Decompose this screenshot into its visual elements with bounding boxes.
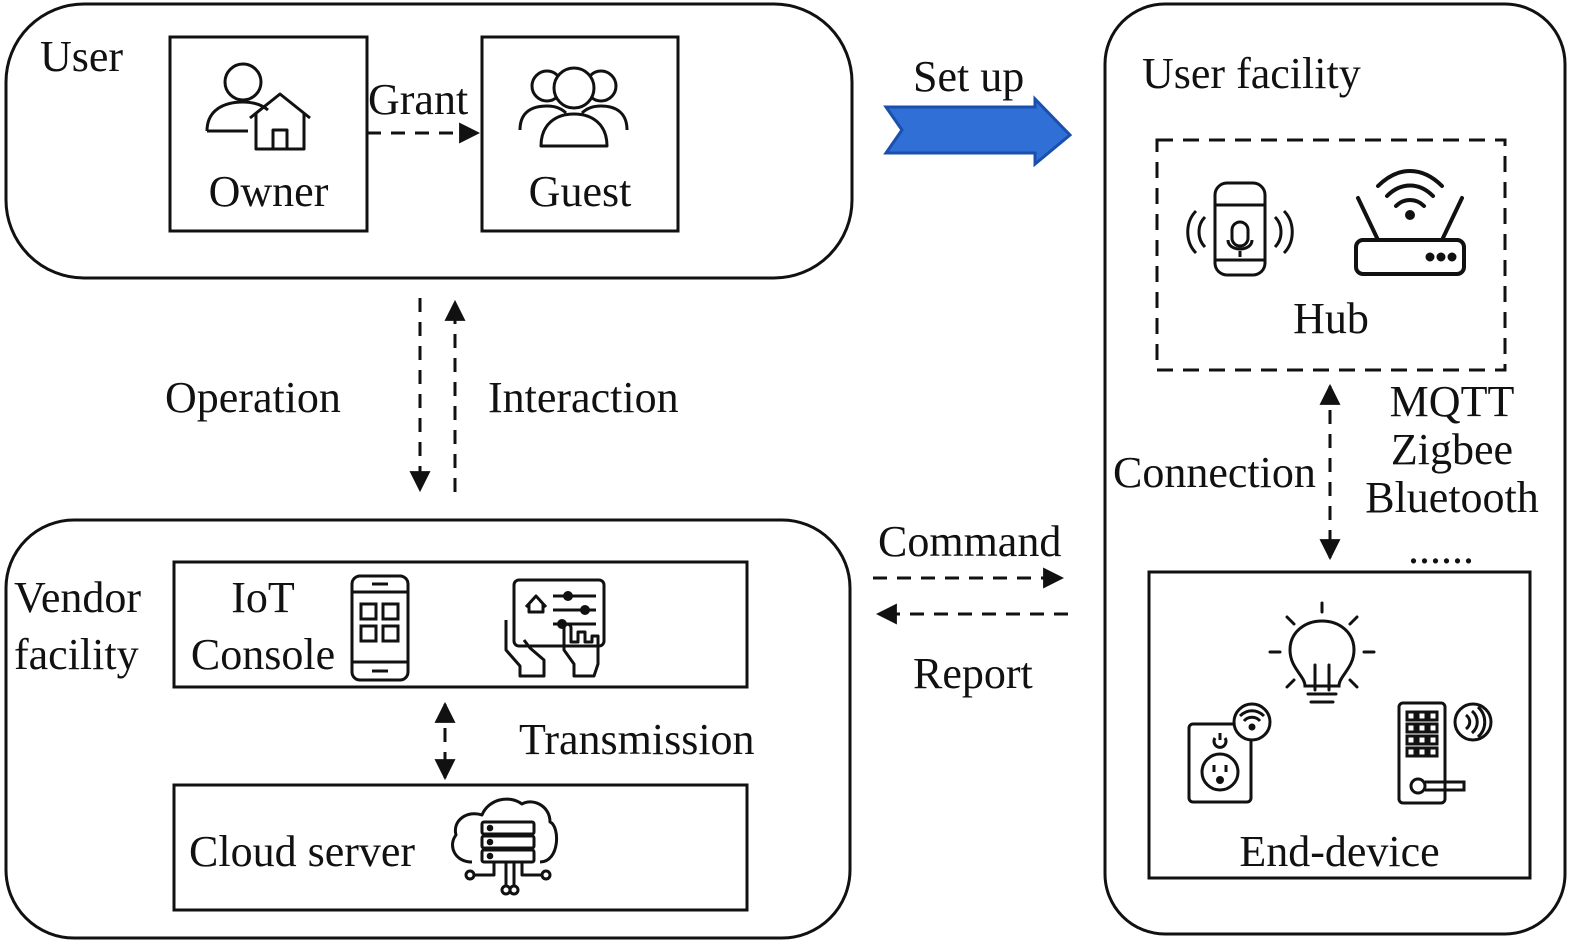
user-facility-box [1103,2,1567,936]
connection-label: Connection [1113,448,1316,497]
command-label: Command [878,517,1062,566]
user-facility-title: User facility [1142,49,1361,98]
cloud-server-box [172,783,749,912]
end-device-label: End-device [1239,827,1440,876]
owner-icon [205,62,311,151]
iot-console-box [172,560,749,689]
smart-plug-icon [1187,702,1272,804]
router-icon [1354,169,1466,276]
vendor-facility-title-line2: facility [14,630,139,679]
setup-label: Set up [913,52,1025,101]
cloud-server-icon [451,797,559,896]
operation-label: Operation [165,373,341,422]
smart-speaker-icon [1186,181,1294,277]
tablet-control-icon [504,578,606,678]
smartphone-icon [350,574,410,682]
user-group-title: User [40,32,124,81]
hub-label: Hub [1293,294,1369,343]
setup-arrow [883,95,1073,168]
protocol-ellipsis: ...... [1408,524,1474,573]
owner-label: Owner [208,167,329,216]
vendor-facility-title-line1: Vendor [14,573,142,622]
grant-label: Grant [368,75,469,124]
iot-console-line2: Console [190,630,336,679]
report-label: Report [913,649,1033,698]
light-bulb-icon [1268,601,1376,704]
transmission-label: Transmission [519,715,755,764]
protocol-mqtt: MQTT [1389,377,1515,426]
cloud-server-label: Cloud server [189,827,416,876]
guest-box [480,35,680,233]
protocol-bluetooth: Bluetooth [1365,473,1539,522]
protocol-zigbee: Zigbee [1390,425,1514,474]
interaction-label: Interaction [488,373,679,422]
vendor-facility-box [4,518,852,940]
end-device-box [1147,570,1532,880]
user-group-box [4,2,854,280]
guest-icon [518,66,629,148]
guest-label: Guest [528,167,632,216]
smart-lock-icon [1397,701,1493,805]
iot-console-line1: IoT [231,573,295,622]
hub-box [1155,138,1507,372]
